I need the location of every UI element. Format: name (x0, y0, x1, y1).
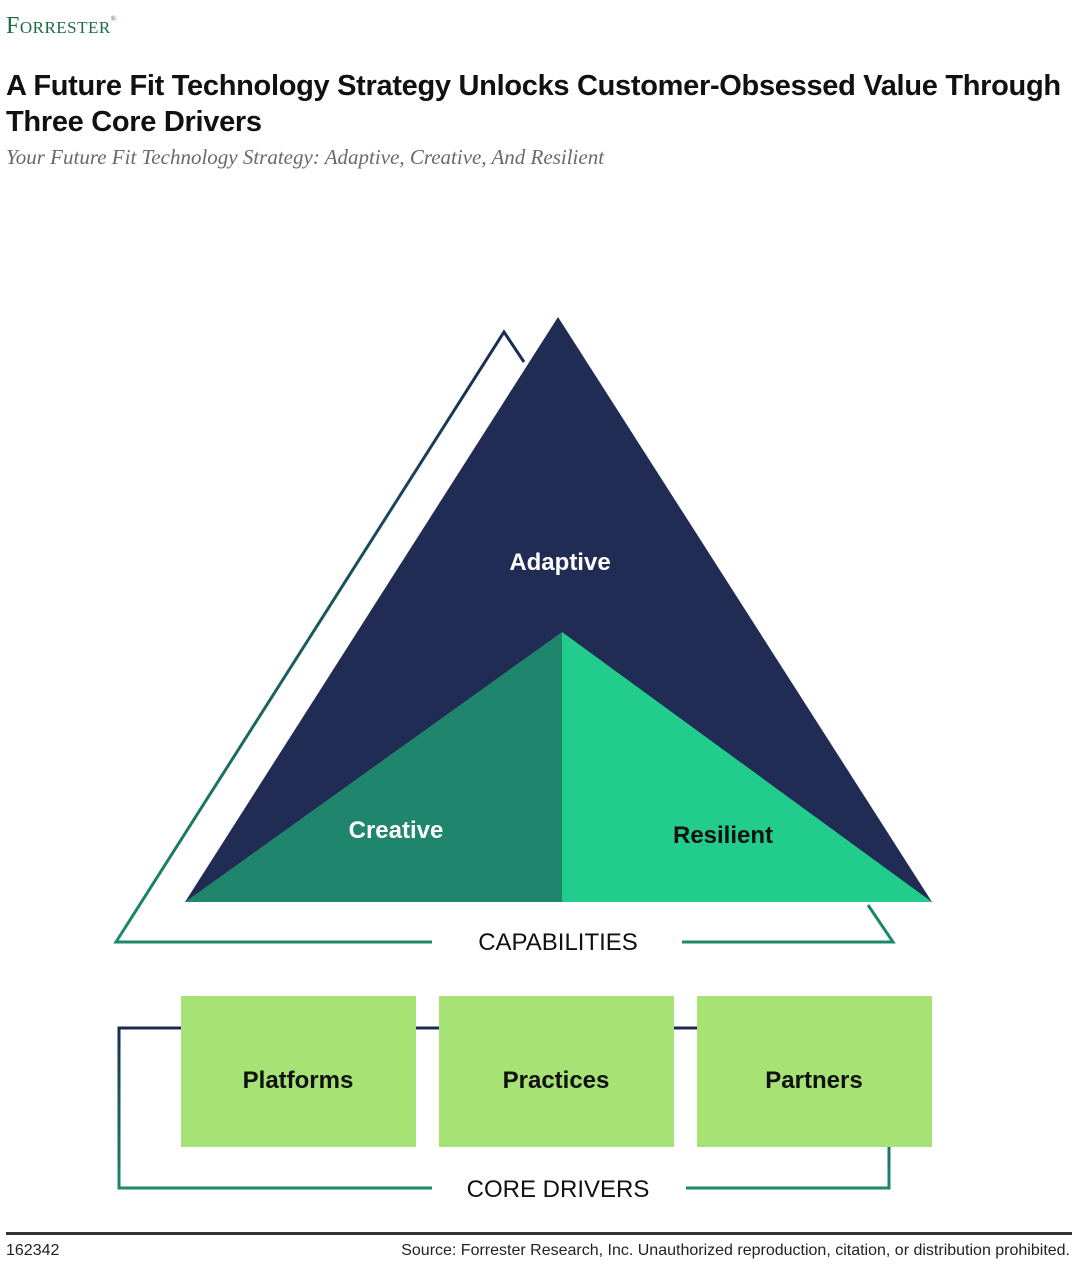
creative-label: Creative (349, 817, 444, 844)
capabilities-frame-right (682, 904, 896, 944)
platforms-label: Platforms (243, 1067, 354, 1094)
creative-triangle (185, 632, 562, 902)
adaptive-triangle (185, 317, 932, 902)
practices-box (439, 996, 674, 1147)
capabilities-frame-left (113, 329, 526, 944)
page-title: A Future Fit Technology Strategy Unlocks… (6, 70, 1061, 138)
figure-id: 162342 (6, 1242, 60, 1259)
page-subtitle: Your Future Fit Technology Strategy: Ada… (6, 145, 605, 169)
resilient-label: Resilient (673, 822, 773, 849)
core-drivers-bracket-right (686, 1147, 891, 1190)
partners-box (697, 996, 932, 1147)
core-drivers-bracket-left (117, 1026, 432, 1190)
capabilities-section-label: CAPABILITIES (478, 929, 638, 956)
core-drivers-section-label: CORE DRIVERS (467, 1176, 650, 1203)
platforms-box (181, 996, 416, 1147)
logo-text: Forrester (6, 13, 111, 39)
source-note: Source: Forrester Research, Inc. Unautho… (401, 1242, 1070, 1259)
partners-label: Partners (765, 1067, 862, 1094)
footer-divider (6, 1232, 1072, 1235)
forrester-logo: Forrester® (6, 14, 117, 38)
practices-label: Practices (503, 1067, 610, 1094)
registered-mark: ® (110, 15, 117, 23)
adaptive-label: Adaptive (509, 549, 610, 576)
resilient-triangle (562, 632, 932, 902)
